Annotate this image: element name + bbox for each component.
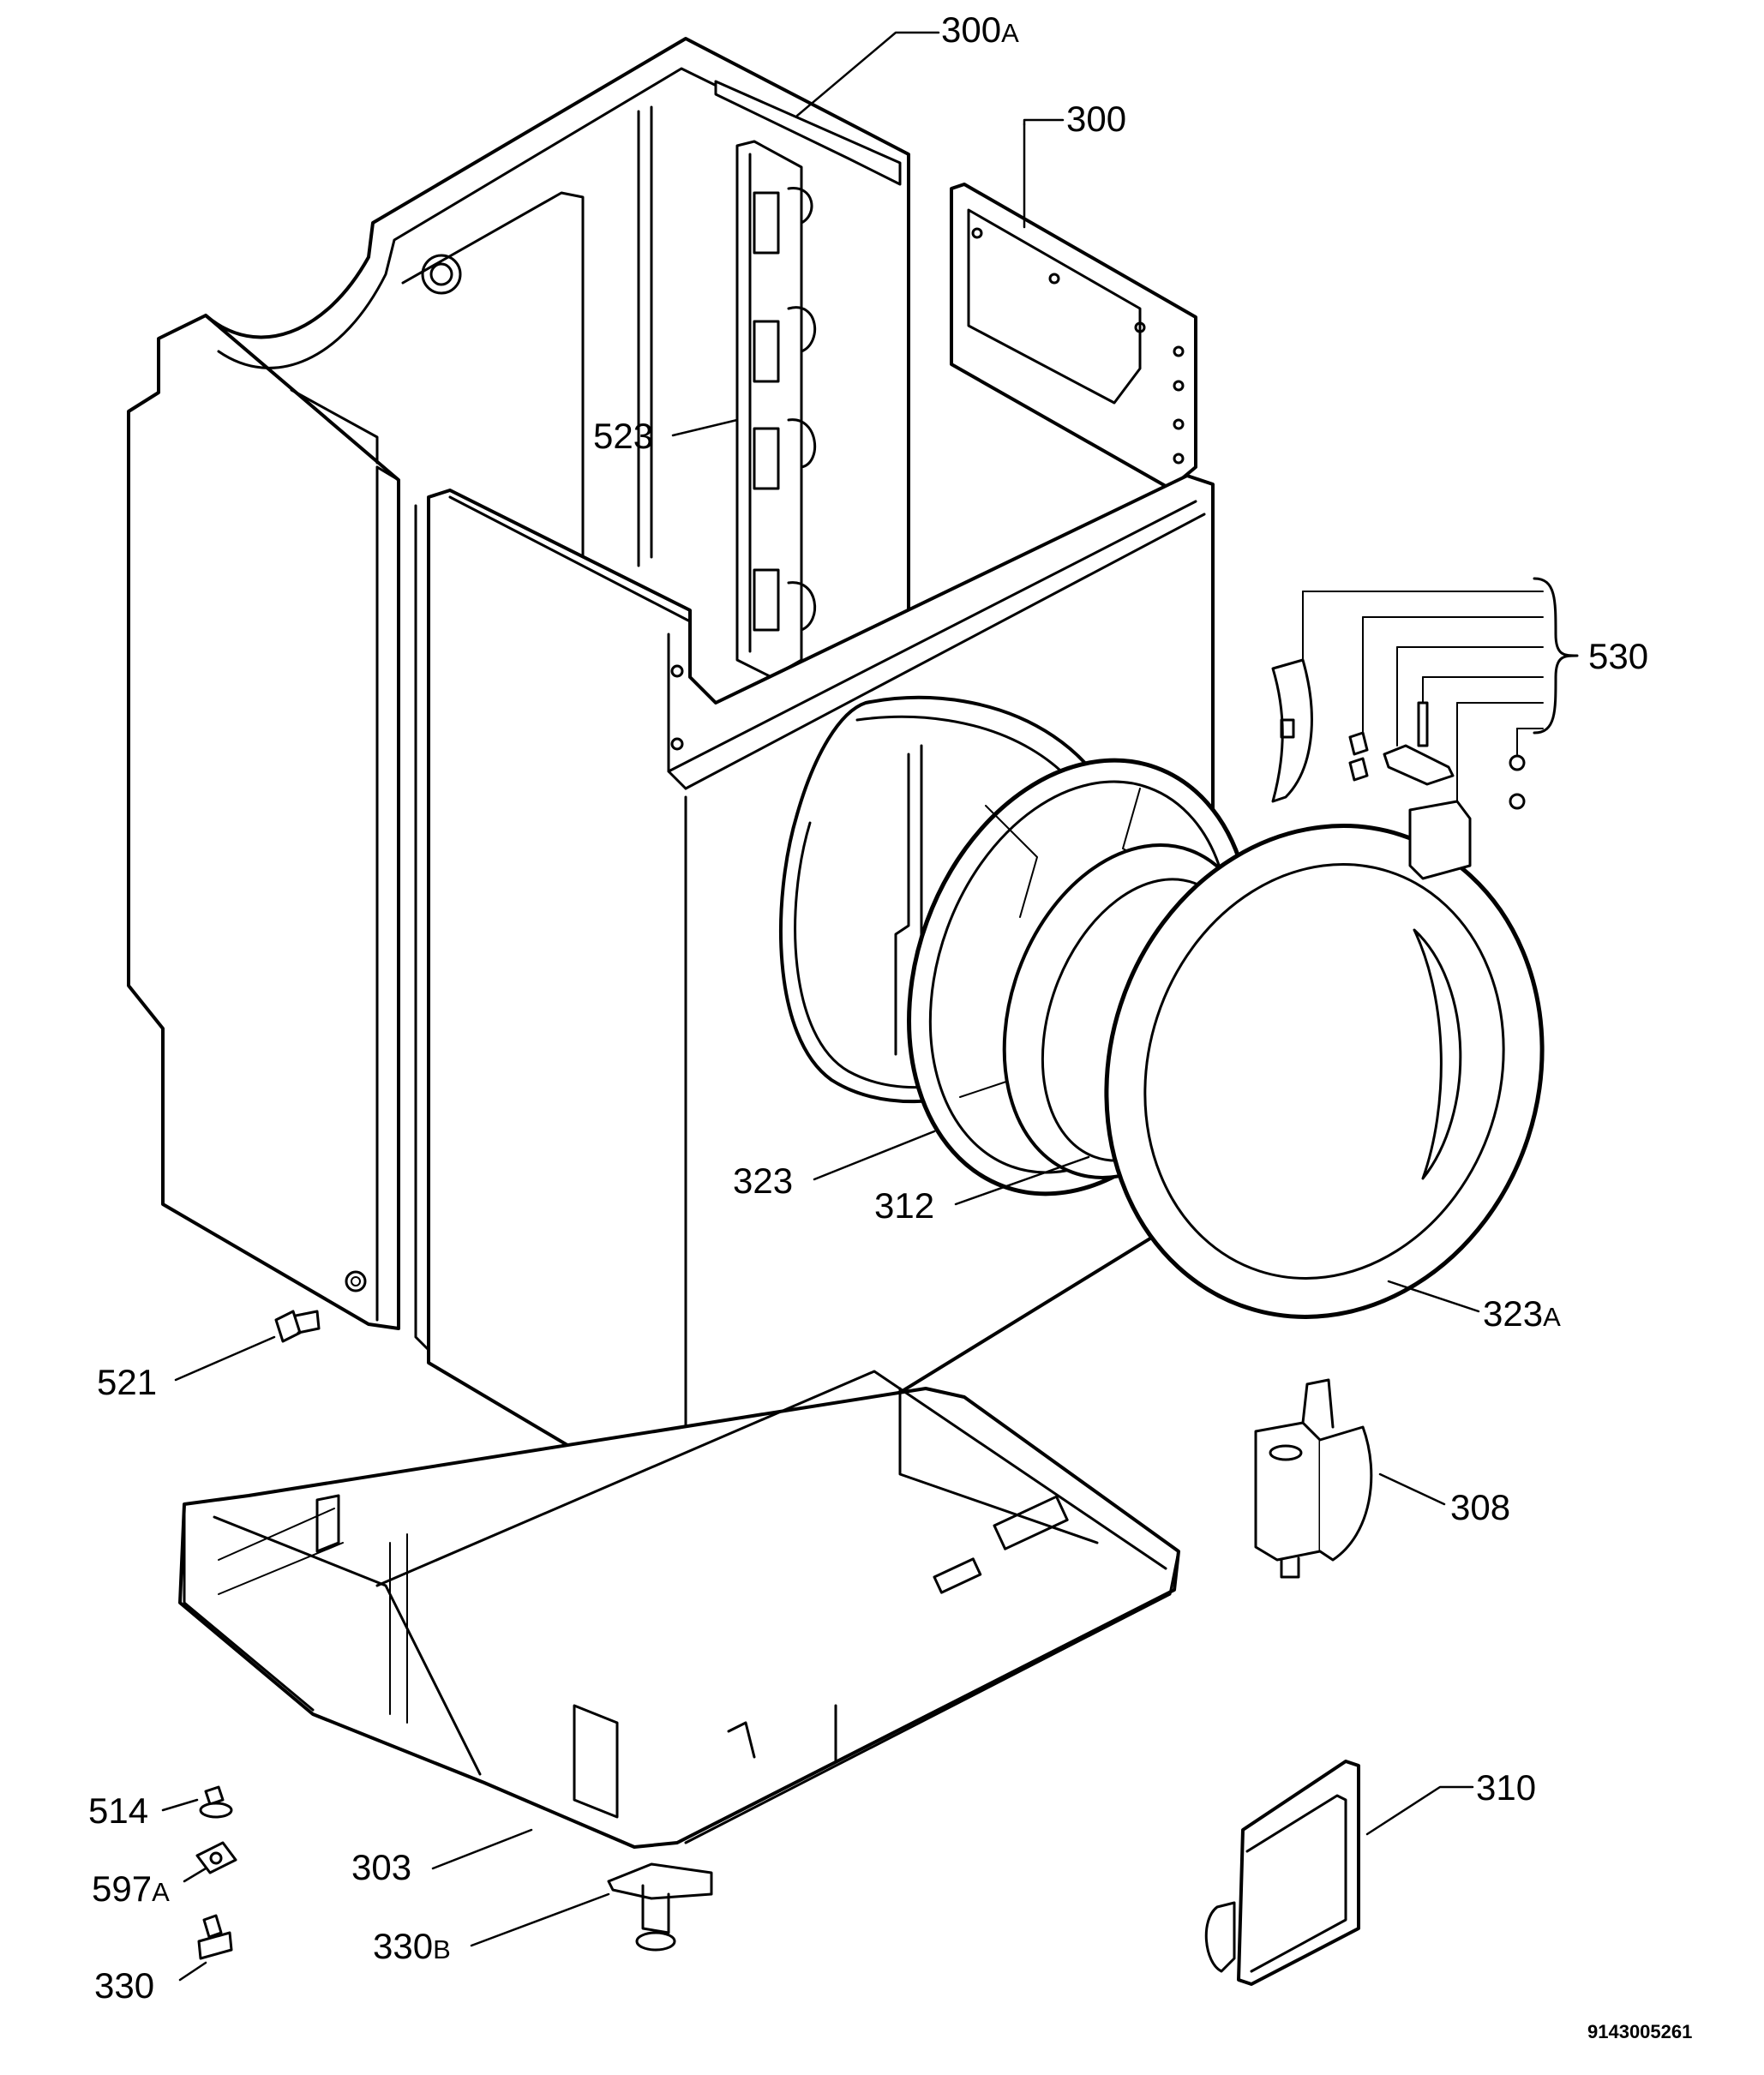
base-303 xyxy=(178,1370,1180,1849)
label-597a: 597A xyxy=(92,1871,170,1907)
label-303-num: 303 xyxy=(351,1847,412,1887)
label-308: 308 xyxy=(1450,1490,1510,1526)
label-310: 310 xyxy=(1476,1770,1536,1806)
label-521: 521 xyxy=(97,1364,157,1400)
screw-521 xyxy=(274,1310,321,1343)
bolt-514 xyxy=(199,1785,233,1819)
label-300-num: 300 xyxy=(1066,99,1127,139)
leader-303 xyxy=(431,1828,533,1870)
label-300a-num: 300 xyxy=(941,9,1002,50)
leader-308 xyxy=(1378,1472,1446,1506)
foot-330b xyxy=(607,1862,713,1952)
cabinet-rear-right-panel xyxy=(950,183,1197,490)
label-323a-suffix: A xyxy=(1543,1302,1561,1332)
label-323: 323 xyxy=(733,1163,793,1199)
label-330b-suffix: B xyxy=(433,1934,451,1964)
leader-lines xyxy=(161,31,1480,1982)
label-521-num: 521 xyxy=(97,1362,158,1402)
label-330b: 330B xyxy=(373,1928,451,1964)
label-323a: 323A xyxy=(1483,1296,1561,1332)
leader-312 xyxy=(954,1155,1090,1206)
rail-523 xyxy=(735,140,816,679)
lock-parts-530 xyxy=(1271,577,1579,880)
leader-514 xyxy=(161,1798,199,1812)
label-330: 330 xyxy=(94,1968,154,2004)
leader-597a xyxy=(183,1867,207,1883)
leader-323a xyxy=(1387,1280,1480,1313)
leader-300a xyxy=(795,31,940,117)
leader-300 xyxy=(1023,118,1065,126)
label-597a-suffix: A xyxy=(152,1877,170,1907)
leader-330 xyxy=(178,1961,207,1982)
label-312-num: 312 xyxy=(874,1185,935,1226)
label-514-num: 514 xyxy=(88,1790,149,1831)
label-310-num: 310 xyxy=(1476,1767,1537,1808)
label-323-num: 323 xyxy=(733,1160,794,1201)
label-300a-suffix: A xyxy=(1001,18,1019,48)
label-523: 523 xyxy=(593,418,653,454)
label-530: 530 xyxy=(1588,639,1648,675)
leader-523 xyxy=(671,418,739,437)
label-597a-num: 597 xyxy=(92,1868,153,1909)
screw-330 xyxy=(197,1914,233,1960)
label-312: 312 xyxy=(874,1188,934,1224)
leader-310 xyxy=(1365,1785,1474,1836)
label-308-num: 308 xyxy=(1450,1487,1511,1527)
cover-310 xyxy=(1204,1760,1360,1986)
label-303: 303 xyxy=(351,1850,411,1886)
leader-330b xyxy=(470,1892,610,1947)
door-323a xyxy=(1104,824,1545,1319)
left-side-panel xyxy=(127,314,400,1330)
document-number: 9143005261 xyxy=(1587,2021,1693,2042)
label-323a-num: 323 xyxy=(1483,1293,1544,1334)
label-523-num: 523 xyxy=(593,416,654,456)
label-330b-num: 330 xyxy=(373,1926,434,1966)
label-530-num: 530 xyxy=(1588,636,1649,676)
label-330-num: 330 xyxy=(94,1965,155,2006)
leader-521 xyxy=(174,1335,276,1382)
nut-597a xyxy=(195,1841,237,1874)
label-300: 300 xyxy=(1066,101,1126,137)
hinge-308 xyxy=(1254,1378,1373,1579)
cabinet-back-frame xyxy=(204,37,910,705)
label-514: 514 xyxy=(88,1793,148,1829)
label-300a: 300A xyxy=(941,12,1019,48)
leader-323 xyxy=(813,1130,936,1181)
